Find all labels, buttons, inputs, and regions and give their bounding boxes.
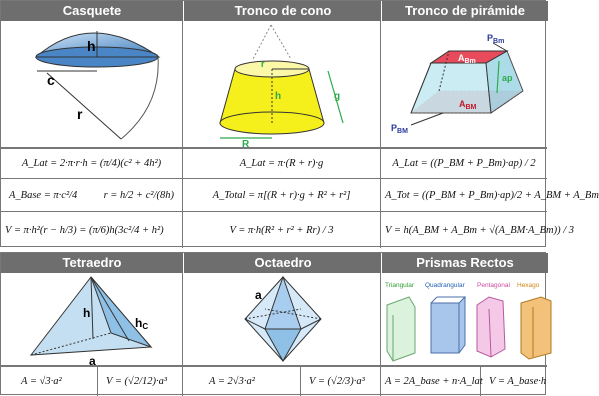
prism-quadrangular-shape (430, 295, 466, 354)
label-r: r (261, 59, 265, 69)
label-r: r (77, 106, 83, 122)
label-ap: ap (502, 73, 513, 83)
cono-figure-cell: r h g R (183, 21, 381, 150)
formula-prismas-volume: V = A_base·h (489, 376, 547, 387)
label-h: h (275, 91, 281, 102)
formula-tetra-volume-cell: V = (√2/12)·a³ (98, 366, 183, 396)
casquete-figure-cell: h c r (1, 21, 183, 148)
formula-cono-lateral: A_Lat = π·(R + r)·g (183, 148, 381, 178)
tronco-piramide-figure: ABm PBm ap ABM PBM (391, 33, 525, 135)
header-tronco-cono: Tronco de cono (183, 1, 382, 21)
formula-octa-area: A = 2√3·a² (209, 376, 255, 387)
prisma-name-quadrangular: Quadrangular (425, 282, 466, 289)
sphere-outline (120, 56, 159, 140)
header-casquete: Casquete (1, 1, 183, 21)
prisma-name-hexagonal: Hexago (517, 282, 540, 289)
formula-casquete-base-row: A_Base = π·c²/4 r = h/2 + c²/(8h) (1, 178, 183, 211)
formula-piramide-volume: V = h(A_BM + A_Bm + √(A_BM·A_Bm)) / 3 (381, 211, 574, 248)
formula-casquete-base: A_Base = π·c²/4 (9, 189, 78, 201)
formula-prismas-area-cell: A = 2A_base + n·A_lat (381, 366, 483, 396)
prismas-figure: Triangular Quadrangular Pentagonal Hexag… (385, 282, 552, 362)
label-hc: hC (135, 316, 148, 331)
prism-pentagonal-shape (476, 296, 506, 358)
label-h: h (83, 306, 90, 320)
formula-tetra-area: A = √3·a² (21, 376, 62, 387)
prism-triangular-shape (386, 296, 416, 362)
formula-piramide-total: A_Tot = ((P_BM + P_Bm)·ap)/2 + A_BM + A_… (381, 178, 599, 211)
formula-prismas-area: A = 2A_base + n·A_lat (385, 376, 483, 387)
radius-line (46, 72, 122, 140)
prismas-figure-cell: Triangular Quadrangular Pentagonal Hexag… (381, 273, 552, 366)
formula-casquete-volume: V = π·h²(r − h/3) = (π/6)h(3c²/4 + h²) (1, 211, 183, 248)
formula-octa-volume: V = (√2/3)·a³ (309, 376, 365, 387)
octaedro-figure: a (244, 275, 322, 363)
tronco-cono-figure: r h g R (219, 24, 344, 150)
prisma-name-triangular: Triangular (385, 282, 415, 289)
label-g: g (334, 91, 340, 102)
label-c: c (47, 72, 55, 88)
formula-octa-volume-cell: V = (√2/3)·a³ (301, 366, 381, 396)
label-P-Bm: PBm (487, 33, 504, 45)
label-a: a (89, 354, 96, 368)
header-octaedro: Octaedro (183, 253, 382, 273)
formula-cono-volume: V = π·h(R² + r² + Rr) / 3 (183, 211, 381, 248)
label-P-BM: PBM (391, 123, 408, 135)
casquete-figure: h c r (34, 31, 161, 140)
formula-prismas-volume-cell: V = A_base·h (481, 366, 547, 396)
formula-piramide-lateral: A_Lat = ((P_BM + P_Bm)·ap) / 2 (381, 148, 547, 178)
top-formula-table: Casquete Tronco de cono Tronco de pirámi… (0, 0, 599, 248)
header-tronco-piramide: Tronco de pirámide (381, 1, 548, 21)
formula-octa-area-cell: A = 2√3·a² (183, 366, 301, 396)
formula-cono-total: A_Total = π[(R + r)·g + R² + r²] (183, 178, 381, 211)
header-tetraedro: Tetraedro (1, 253, 183, 273)
bottom-formula-table: Tetraedro Octaedro Prismas Rectos h hC a… (0, 252, 552, 396)
label-A-BM: ABM (459, 99, 477, 111)
label-h: h (87, 38, 96, 54)
formula-casquete-lateral: A_Lat = 2·π·r·h = (π/4)(c² + 4h²) (1, 148, 183, 178)
prism-hexagonal-shape (520, 296, 552, 360)
octa-figure-cell: a (183, 273, 381, 366)
formula-casquete-radius: r = h/2 + c²/(8h) (103, 189, 174, 201)
label-a: a (255, 288, 262, 302)
piramide-figure-cell: ABm PBm ap ABM PBM (381, 21, 547, 148)
tetra-figure-cell: h hC a (1, 273, 183, 368)
prisma-name-pentagonal: Pentagonal (477, 282, 510, 289)
header-prismas-rectos: Prismas Rectos (381, 253, 548, 273)
label-R: R (242, 139, 250, 150)
formula-tetra-volume: V = (√2/12)·a³ (106, 376, 168, 387)
label-A-Bm: ABm (458, 53, 476, 65)
tetraedro-figure: h hC a (29, 276, 153, 368)
